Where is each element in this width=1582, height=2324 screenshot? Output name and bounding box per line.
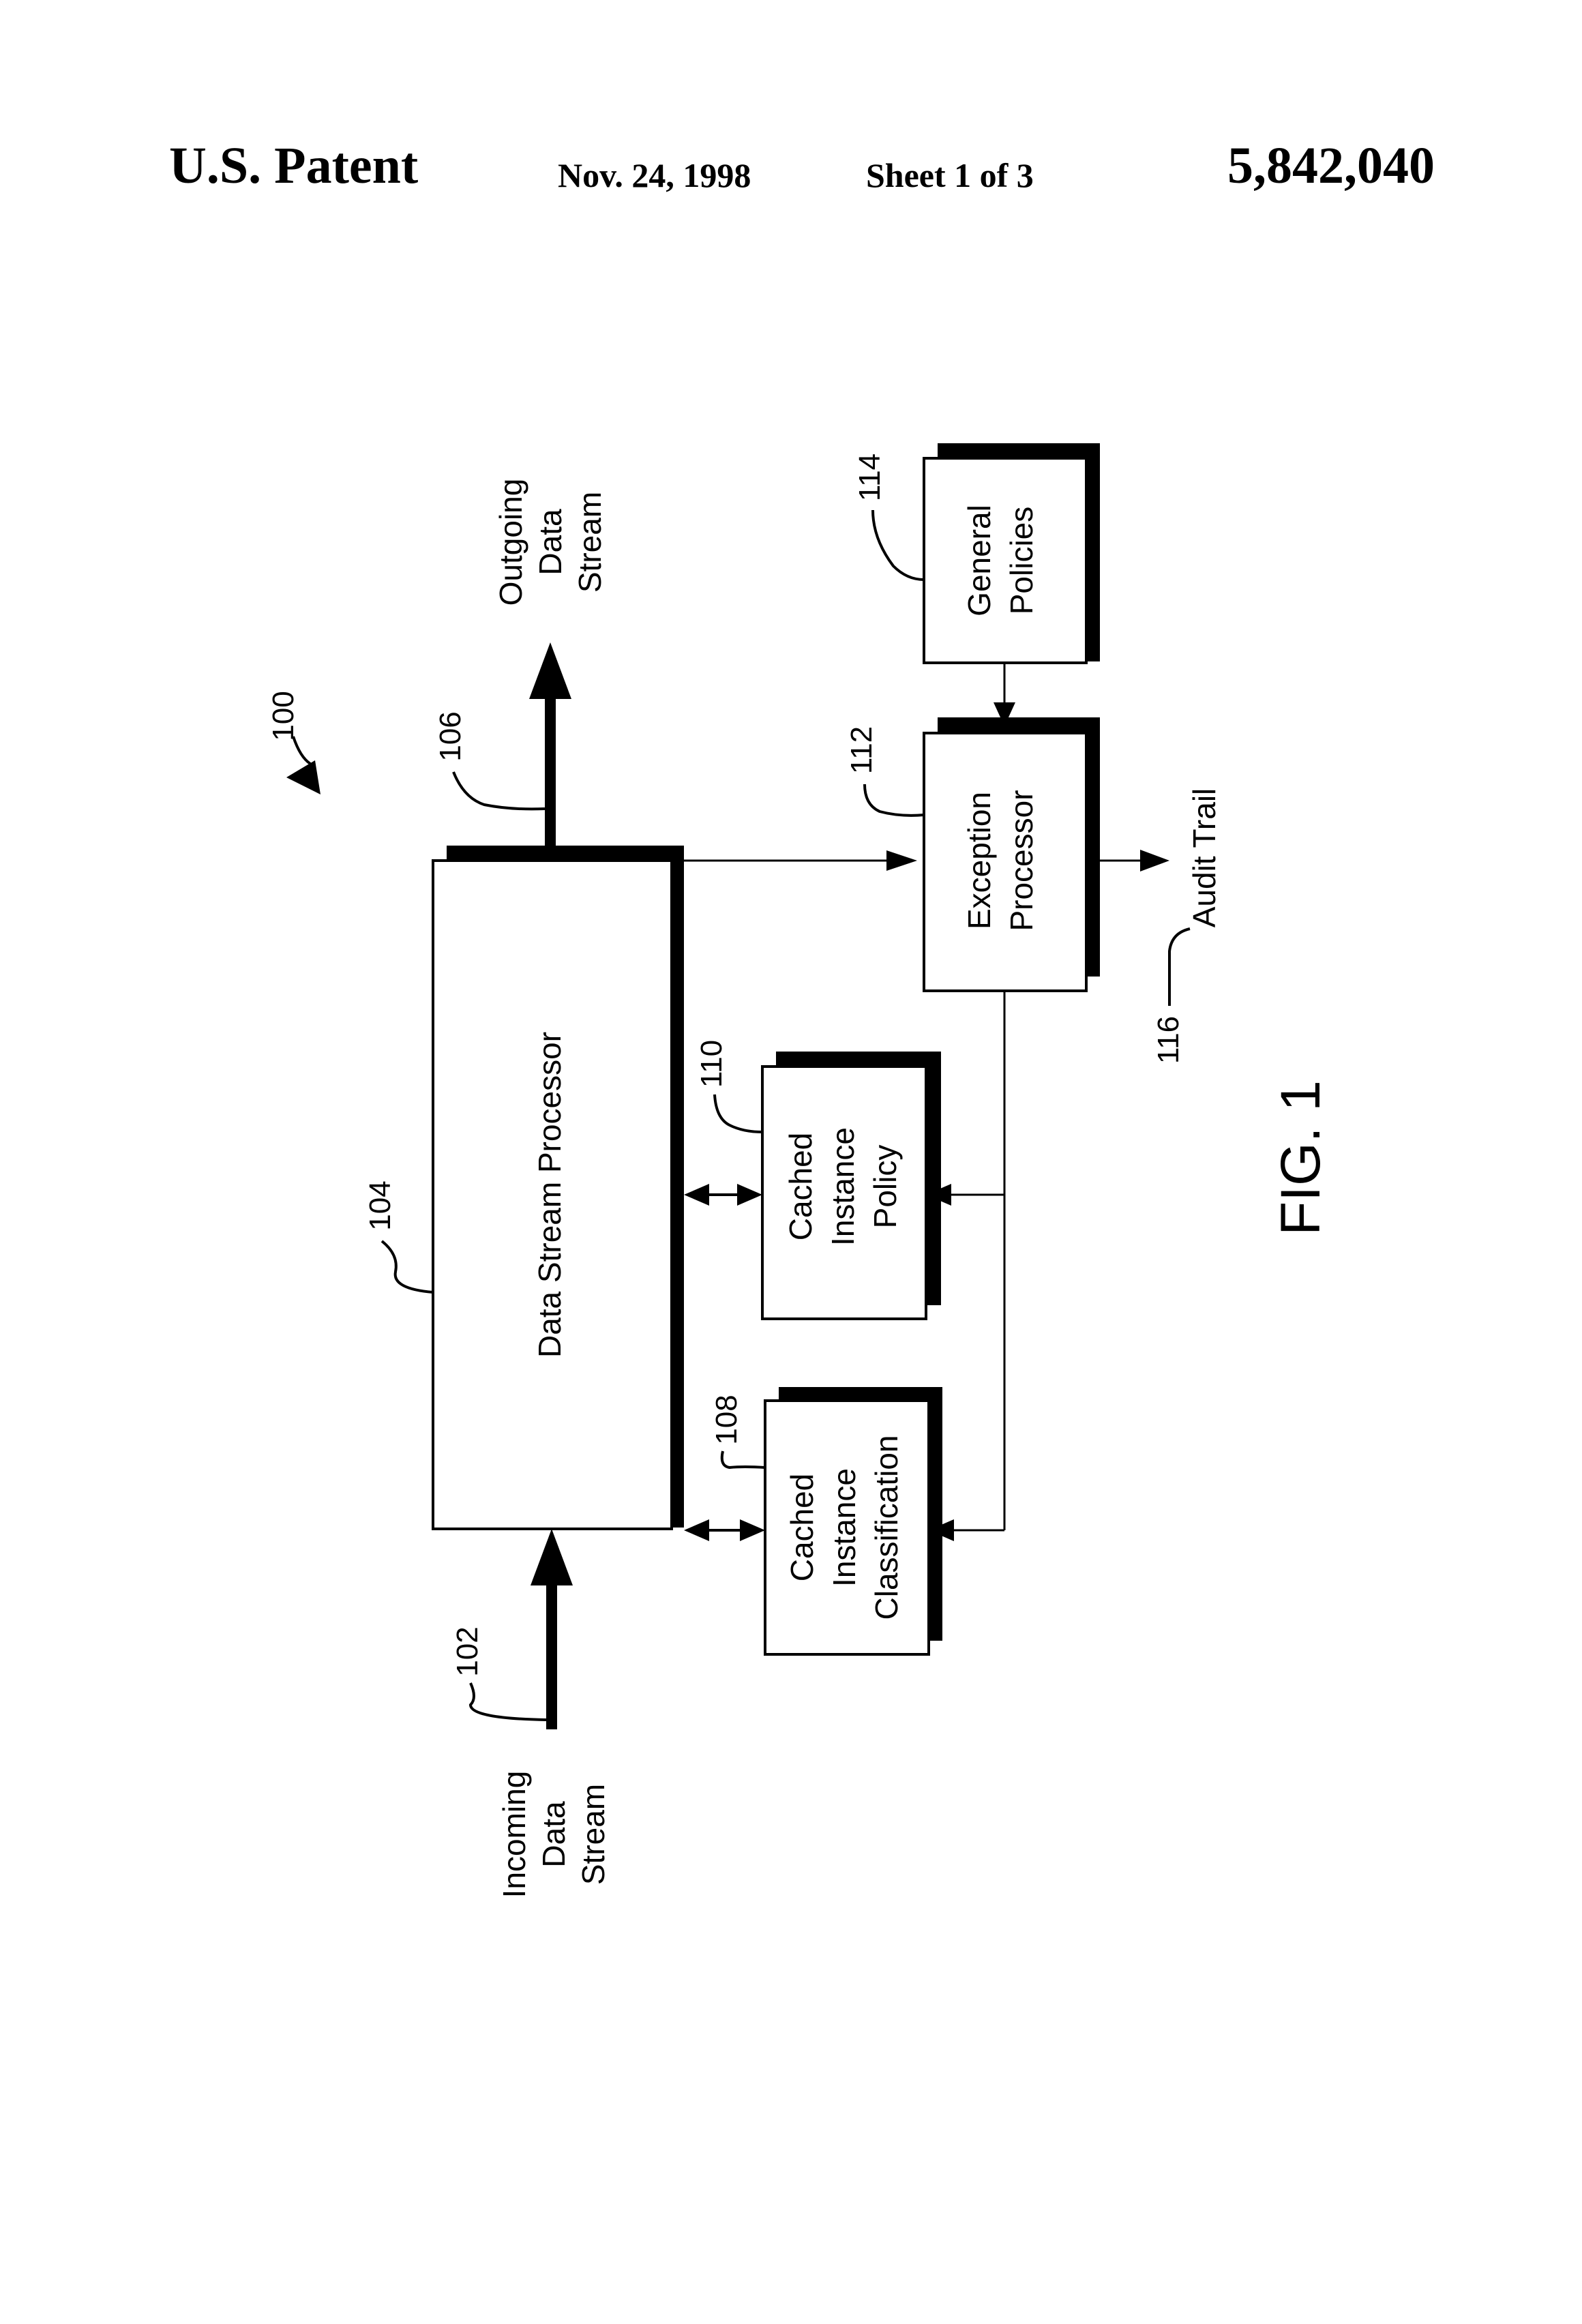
- processor-classification-bidirectional-arrow: [684, 1519, 765, 1541]
- svg-text:Incoming: Incoming: [496, 1771, 532, 1898]
- audit-trail-arrow: [1100, 850, 1169, 872]
- svg-text:Instance: Instance: [825, 1127, 861, 1246]
- svg-text:Stream: Stream: [572, 492, 608, 593]
- ref-106: 106: [434, 711, 467, 761]
- cached-instance-classification-block: Cached Instance Classification: [765, 1387, 942, 1654]
- ref-104: 104: [363, 1180, 397, 1230]
- svg-text:Policy: Policy: [867, 1145, 903, 1229]
- data-stream-processor-block: Data Stream Processor: [433, 846, 684, 1529]
- exception-processor-block: Exception Processor: [924, 717, 1100, 991]
- svg-text:Classification: Classification: [869, 1435, 904, 1620]
- svg-text:Data: Data: [533, 509, 568, 576]
- cached-instance-policy-block: Cached Instance Policy: [762, 1052, 941, 1319]
- ref-112: 112: [845, 726, 878, 774]
- ref-110: 110: [695, 1040, 728, 1088]
- ref-102: 102: [451, 1626, 484, 1676]
- ref-100-group: 100: [267, 691, 320, 794]
- figure-caption: FIG. 1: [1270, 1080, 1332, 1236]
- ref-100-arrowhead: [286, 760, 320, 794]
- svg-text:Processor: Processor: [1004, 790, 1039, 931]
- svg-text:Instance: Instance: [826, 1468, 862, 1587]
- ref-108: 108: [710, 1395, 743, 1444]
- data-stream-processor-label: Data Stream Processor: [532, 1032, 567, 1358]
- general-policies-block: General Policies: [924, 443, 1100, 663]
- incoming-stream-label: Incoming Data Stream: [496, 1771, 611, 1898]
- svg-text:Outgoing: Outgoing: [493, 479, 528, 606]
- outgoing-stream-label: Outgoing Data Stream: [493, 479, 608, 606]
- svg-text:Cached: Cached: [784, 1474, 820, 1582]
- ref-100: 100: [267, 691, 300, 741]
- svg-text:Exception: Exception: [961, 792, 997, 929]
- svg-text:Stream: Stream: [576, 1784, 611, 1885]
- outgoing-stream-arrow: [529, 642, 571, 861]
- svg-text:Data: Data: [536, 1801, 571, 1868]
- ref-114: 114: [853, 453, 886, 501]
- processor-to-exception-connector: [684, 850, 917, 871]
- svg-text:General: General: [961, 505, 997, 616]
- svg-text:Cached: Cached: [783, 1133, 818, 1241]
- incoming-stream-arrow: [531, 1529, 573, 1729]
- svg-text:Policies: Policies: [1004, 507, 1039, 615]
- processor-policy-bidirectional-arrow: [684, 1184, 762, 1206]
- general-to-exception-arrow: [994, 663, 1015, 726]
- ref-116: 116: [1152, 1016, 1185, 1064]
- audit-trail-label: Audit Trail: [1186, 788, 1222, 928]
